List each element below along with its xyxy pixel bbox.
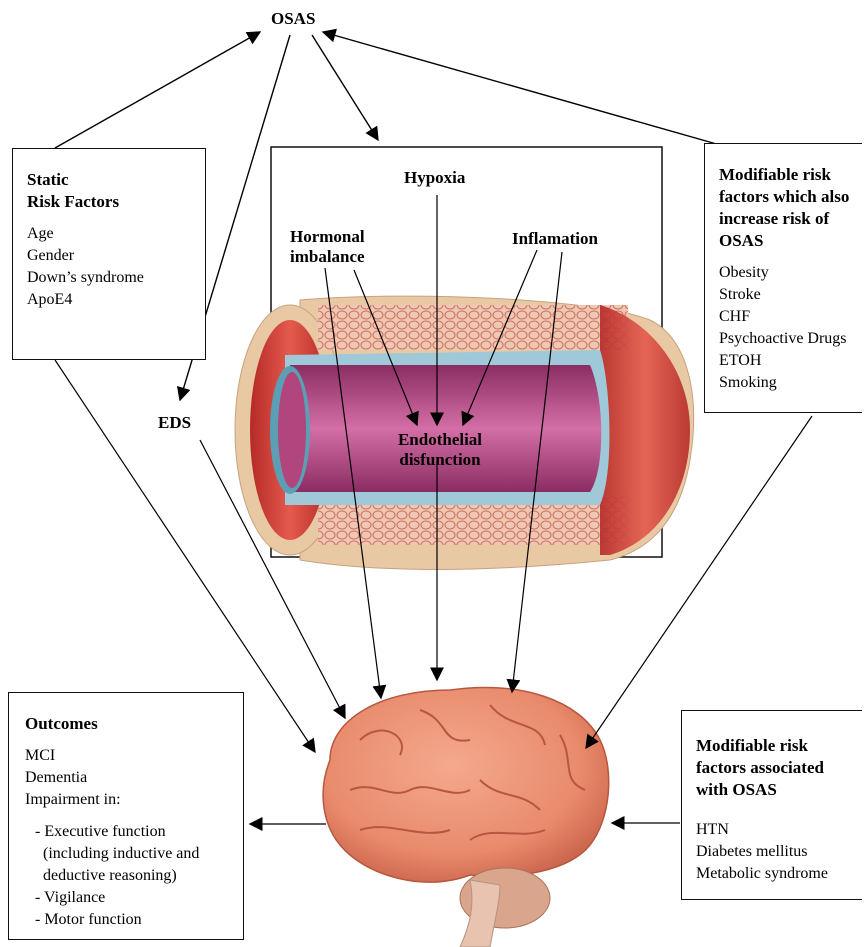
hypoxia-label: Hypoxia — [404, 168, 465, 188]
hormonal-imbalance-label: Hormonal imbalance — [290, 227, 365, 267]
associated-risk-factors-title: Modifiable risk factors associated with … — [696, 735, 862, 801]
associated-risk-factors-box: Modifiable risk factors associated with … — [681, 710, 862, 900]
list-item: deductive reasoning) — [35, 865, 243, 887]
list-item: - Vigilance — [35, 887, 243, 909]
static-risk-factors-box: Static Risk Factors Age Gender Down’s sy… — [12, 148, 206, 360]
outcomes-list: MCI Dementia Impairment in: — [25, 745, 243, 811]
arrow-osas-to-center — [312, 35, 378, 140]
arrow-static-to-osas — [55, 32, 260, 148]
list-item: Stroke — [719, 284, 862, 306]
static-risk-factors-title: Static Risk Factors — [27, 169, 205, 213]
list-item: CHF — [719, 306, 862, 328]
list-item: MCI — [25, 745, 243, 767]
modifiable-risk-factors-box: Modifiable risk factors which also incre… — [704, 143, 862, 413]
list-item: Impairment in: — [25, 789, 243, 811]
static-risk-factors-list: Age Gender Down’s syndrome ApoE4 — [27, 223, 205, 311]
endothelial-label: Endothelial disfunction — [385, 430, 495, 470]
outcomes-box: Outcomes MCI Dementia Impairment in: - E… — [8, 692, 244, 940]
outcomes-title: Outcomes — [25, 713, 243, 735]
list-item: Diabetes mellitus — [696, 841, 862, 863]
list-item: Age — [27, 223, 205, 245]
arrow-modifiable-to-osas — [323, 32, 720, 145]
brain-illustration — [323, 687, 609, 947]
list-item: Down’s syndrome — [27, 267, 205, 289]
list-item: Dementia — [25, 767, 243, 789]
associated-risk-factors-list: HTN Diabetes mellitus Metabolic syndrome — [696, 819, 862, 885]
list-item: Metabolic syndrome — [696, 863, 862, 885]
list-item: HTN — [696, 819, 862, 841]
impairment-list: - Executive function (including inductiv… — [25, 821, 243, 931]
list-item: Psychoactive Drugs — [719, 328, 862, 350]
list-item: Obesity — [719, 262, 862, 284]
list-item: Gender — [27, 245, 205, 267]
list-item: ETOH — [719, 350, 862, 372]
inflammation-label: Inflamation — [512, 229, 598, 249]
list-item: - Executive function — [35, 821, 243, 843]
osas-label: OSAS — [271, 9, 315, 29]
modifiable-risk-factors-list: Obesity Stroke CHF Psychoactive Drugs ET… — [719, 262, 862, 394]
modifiable-risk-factors-title: Modifiable risk factors which also incre… — [719, 164, 862, 252]
list-item: ApoE4 — [27, 289, 205, 311]
list-item: - Motor function — [35, 909, 243, 931]
list-item: (including inductive and — [35, 843, 243, 865]
list-item: Smoking — [719, 372, 862, 394]
eds-label: EDS — [158, 413, 191, 433]
